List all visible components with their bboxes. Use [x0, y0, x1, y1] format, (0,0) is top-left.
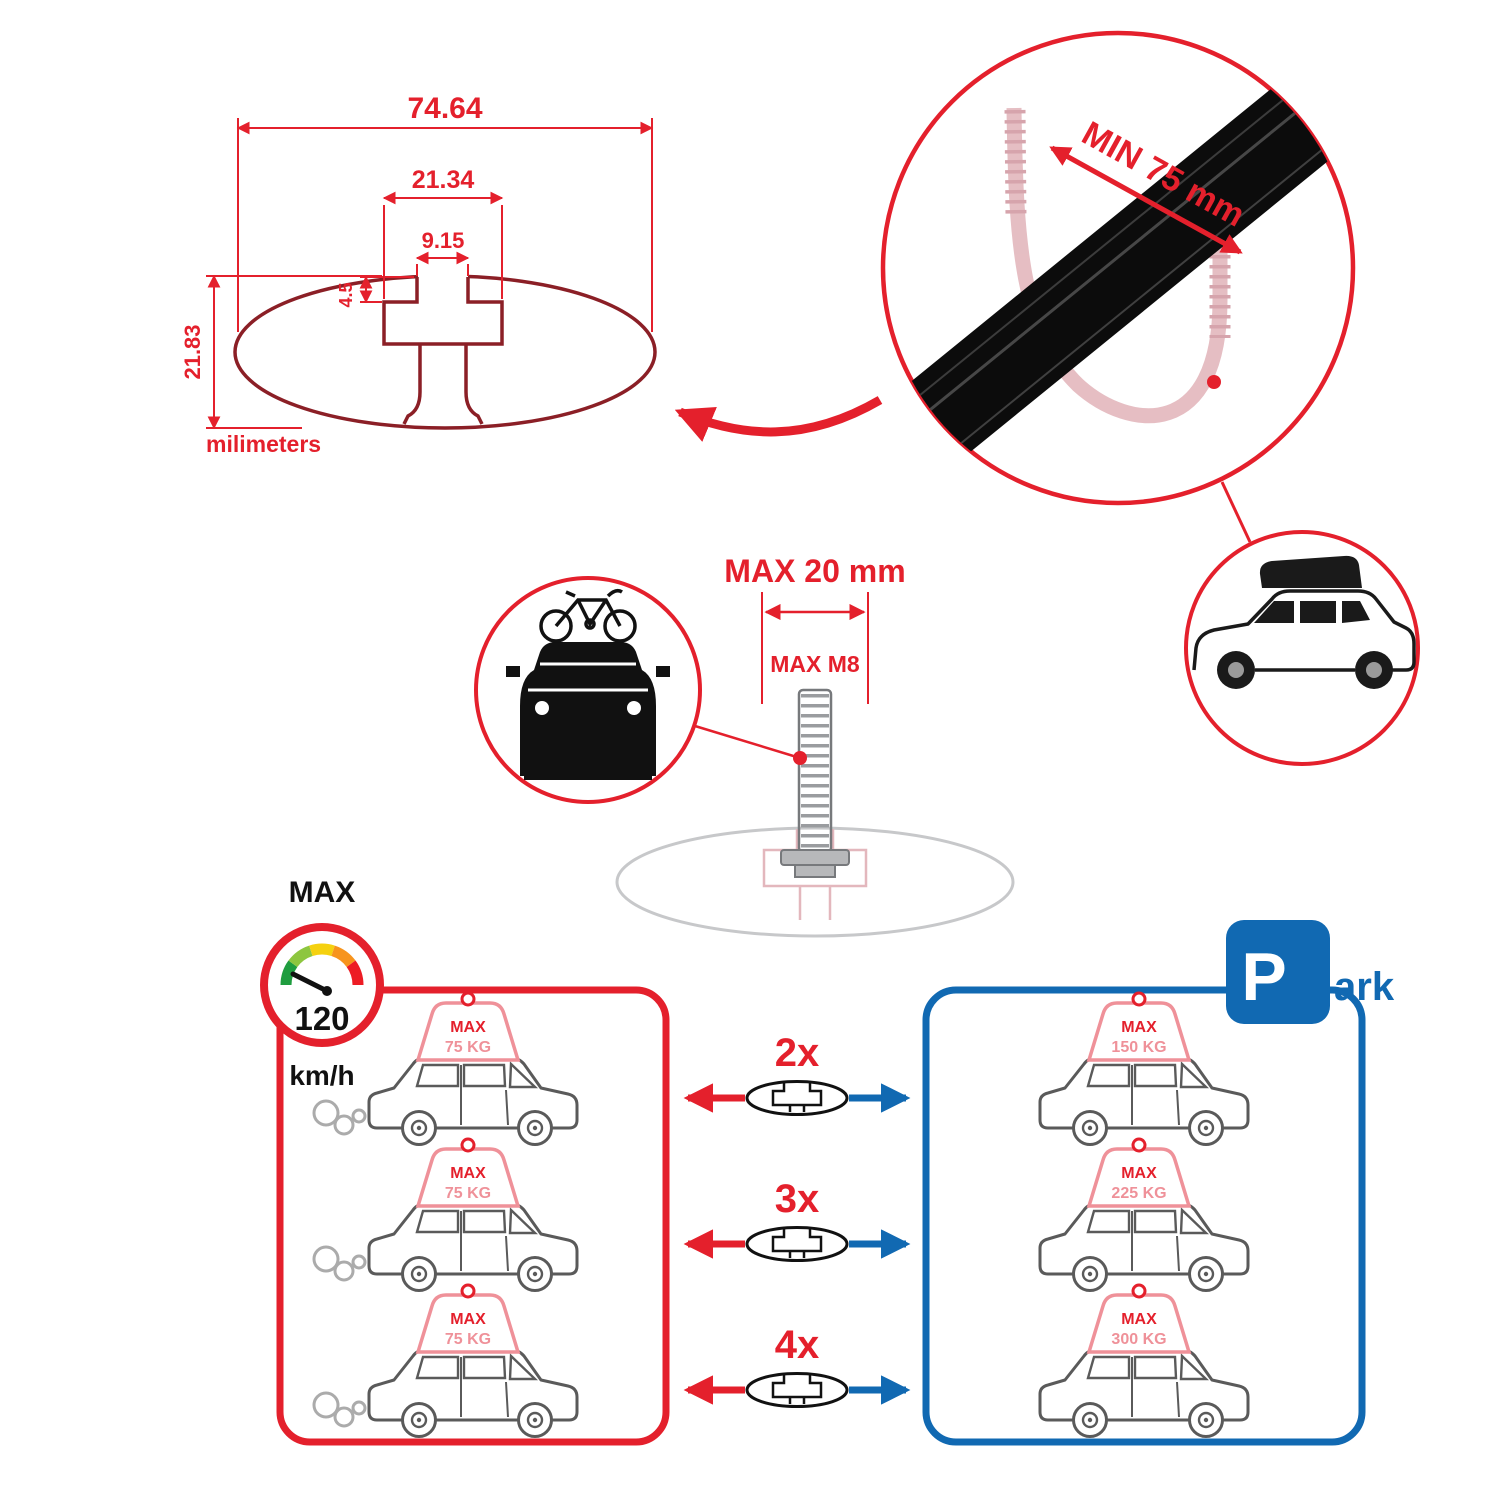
- bolt-connector-line: [694, 724, 801, 760]
- units-label: milimeters: [206, 431, 321, 457]
- driving-panel-frame: [276, 986, 670, 1446]
- cargo-weight-badge: MAX 225 KG: [1086, 1137, 1192, 1208]
- min-span-arrow: [1049, 145, 1243, 255]
- cargo-max-label: MAX: [450, 1311, 486, 1328]
- circle-connector-line: [1220, 481, 1252, 543]
- multiplier-row-2: 3x: [683, 1177, 911, 1262]
- cargo-max-label: MAX: [450, 1019, 486, 1036]
- crossbar-detail-circle: MIN 75 mm: [880, 30, 1356, 506]
- car-front-icon: [506, 642, 670, 776]
- crossbar-section-icon: [745, 1080, 849, 1116]
- hook-icon: [1131, 991, 1147, 1007]
- cargo-weight-label: 150 KG: [1111, 1039, 1166, 1056]
- exhaust-puffs-icon: [312, 1099, 367, 1136]
- multiplier-row-1: 2x: [683, 1031, 911, 1116]
- cargo-max-label: MAX: [1121, 1311, 1157, 1328]
- parking-sign-p: P: [1241, 939, 1286, 1015]
- cargo-weight-badge: MAX 150 KG: [1086, 991, 1192, 1062]
- car-icon: [1038, 1052, 1250, 1146]
- exhaust-puffs-icon: [312, 1391, 367, 1428]
- cargo-weight-label: 225 KG: [1111, 1185, 1166, 1202]
- dim-total-label: 74.64: [407, 92, 482, 125]
- multiplier-label: 3x: [775, 1177, 820, 1221]
- cargo-weight-badge: MAX 75 KG: [415, 1283, 521, 1354]
- hook-icon: [460, 1283, 476, 1299]
- bolt-max-width-label: MAX 20 mm: [724, 553, 905, 589]
- cargo-max-label: MAX: [450, 1165, 486, 1182]
- hook-icon: [1131, 1283, 1147, 1299]
- bike-car-circle: [474, 576, 702, 804]
- roofbox-car-circle: [1184, 530, 1420, 766]
- multiplier-row-3: 4x: [683, 1323, 911, 1408]
- driving-car-row-3: MAX 75 KG: [312, 1283, 579, 1438]
- roofbox-car-icon: [1192, 555, 1416, 689]
- section-pointer-arrow: [674, 396, 883, 442]
- driving-car-row-1: MAX 75 KG: [312, 991, 579, 1146]
- car-icon: [367, 1052, 579, 1146]
- profile-web: [402, 344, 484, 425]
- dim-channel-label: 21.34: [412, 166, 475, 194]
- cargo-weight-label: 75 KG: [445, 1039, 491, 1056]
- parking-sign: P ark: [1226, 920, 1395, 1024]
- exhaust-puffs-icon: [312, 1245, 367, 1282]
- speed-max-label: MAX: [289, 876, 356, 909]
- car-icon: [1038, 1344, 1250, 1438]
- parked-car-row-3: MAX 300 KG: [1038, 1283, 1250, 1438]
- dim-height-extensions: [206, 275, 382, 429]
- bolt-dim-extensions: [761, 592, 869, 704]
- bar-end-cap: [883, 421, 921, 497]
- cargo-weight-label: 75 KG: [445, 1185, 491, 1202]
- speedometer-icon: [280, 943, 364, 986]
- car-icon: [1038, 1198, 1250, 1292]
- speed-units: km/h: [289, 1060, 354, 1091]
- multiplier-label: 2x: [775, 1031, 820, 1075]
- thread-point-dot: [793, 751, 807, 765]
- cargo-weight-badge: MAX 75 KG: [415, 991, 521, 1062]
- cargo-weight-label: 300 KG: [1111, 1331, 1166, 1348]
- bolt-max-thread-label: MAX M8: [770, 651, 860, 677]
- ubolt-faded-icon: [1004, 107, 1231, 424]
- parking-panel-frame: [922, 986, 1366, 1446]
- parking-sign-ark: ark: [1334, 965, 1395, 1009]
- cargo-weight-badge: MAX 300 KG: [1086, 1283, 1192, 1354]
- hook-icon: [460, 1137, 476, 1153]
- speed-value: 120: [294, 1000, 349, 1037]
- dim-slot-label: 9.15: [422, 228, 465, 253]
- tbolt-diagram: MAX 20 mm MAX M8: [615, 553, 1015, 938]
- cargo-max-label: MAX: [1121, 1165, 1157, 1182]
- speed-limit-badge: MAX 120 km/h: [260, 876, 384, 1091]
- dim-total-extensions: [237, 118, 653, 332]
- hook-icon: [1131, 1137, 1147, 1153]
- cargo-weight-label: 75 KG: [445, 1331, 491, 1348]
- dim-slot-extensions: [416, 264, 469, 276]
- mount-point-dot: [1207, 375, 1221, 389]
- profile-slot-gap: [418, 267, 468, 282]
- parked-car-row-1: MAX 150 KG: [1038, 991, 1250, 1146]
- parked-car-row-2: MAX 225 KG: [1038, 1137, 1250, 1292]
- dim-lip-label: 4.5: [336, 282, 356, 307]
- crossbar-cross-section-diagram: 74.64 21.34 9.15 4.5 21.83 milimeters: [180, 92, 657, 457]
- speedometer-needle: [290, 971, 330, 994]
- crossbar-section-icon: [745, 1372, 849, 1408]
- cargo-weight-badge: MAX 75 KG: [415, 1137, 521, 1208]
- car-icon: [367, 1198, 579, 1292]
- profile-ellipse: [233, 274, 657, 430]
- cargo-max-label: MAX: [1121, 1019, 1157, 1036]
- crossbar-section-icon: [745, 1226, 849, 1262]
- driving-car-row-2: MAX 75 KG: [312, 1137, 579, 1292]
- parking-sign-square: [1226, 920, 1330, 1024]
- multiplier-label: 4x: [775, 1323, 820, 1367]
- dim-channel-extensions: [383, 205, 503, 299]
- roof-box-icon: [1259, 555, 1362, 588]
- tbolt-icon: [780, 688, 850, 878]
- car-icon: [367, 1344, 579, 1438]
- hook-icon: [460, 991, 476, 1007]
- dim-height-label: 21.83: [180, 324, 205, 379]
- profile-tslot: [382, 277, 504, 346]
- bike-icon: [539, 588, 637, 643]
